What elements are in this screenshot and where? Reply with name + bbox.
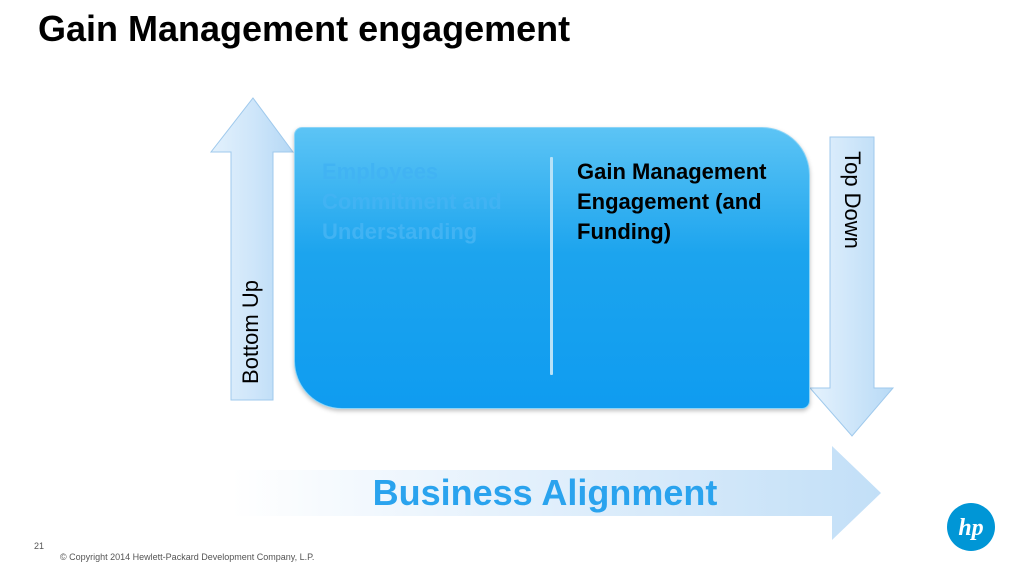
hp-logo-icon: hp	[947, 503, 995, 551]
gain-management-text: Gain Management Engagement (and Funding)	[577, 159, 767, 244]
hp-logo-text: hp	[958, 515, 983, 541]
top-down-arrow	[808, 136, 895, 437]
bottom-up-arrow	[209, 97, 294, 401]
copyright-text: © Copyright 2014 Hewlett-Packard Develop…	[60, 552, 315, 562]
employees-commitment-text: Employees Commitment and Understanding	[322, 159, 502, 244]
top-down-label: Top Down	[840, 151, 865, 249]
box-divider	[550, 157, 553, 375]
business-alignment-label: Business Alignment	[372, 472, 718, 513]
page-number: 21	[34, 541, 45, 551]
slide-title: Gain Management engagement	[38, 8, 571, 49]
bottom-up-label: Bottom Up	[238, 280, 263, 384]
business-alignment-arrow	[232, 446, 881, 540]
